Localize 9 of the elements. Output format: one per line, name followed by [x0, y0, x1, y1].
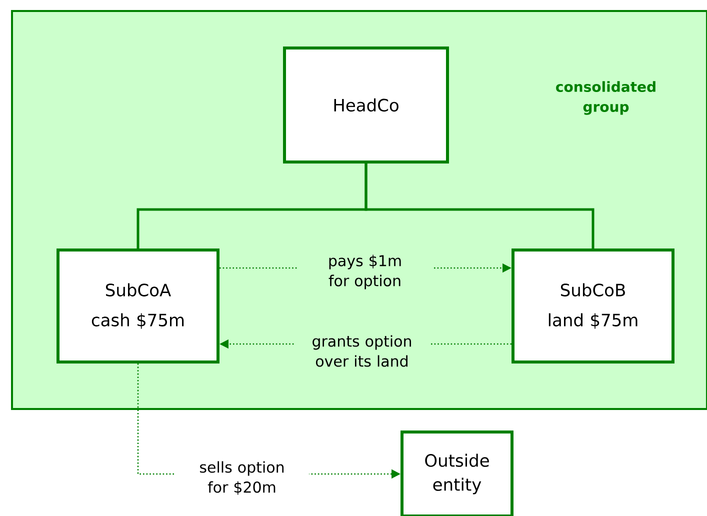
company-box: SubCoA cash $75m	[56, 248, 220, 364]
edge-label: grants option over its land	[295, 333, 429, 369]
group-heading: consolidated group	[556, 81, 656, 115]
company-box: HeadCo	[283, 46, 449, 164]
edge-label: sells option for $20m	[175, 459, 309, 497]
edge-label: pays $1m for option	[298, 252, 432, 292]
company-box: SubCoB land $75m	[512, 248, 674, 364]
connector-line	[364, 164, 594, 248]
company-box: Outside entity	[400, 430, 514, 516]
